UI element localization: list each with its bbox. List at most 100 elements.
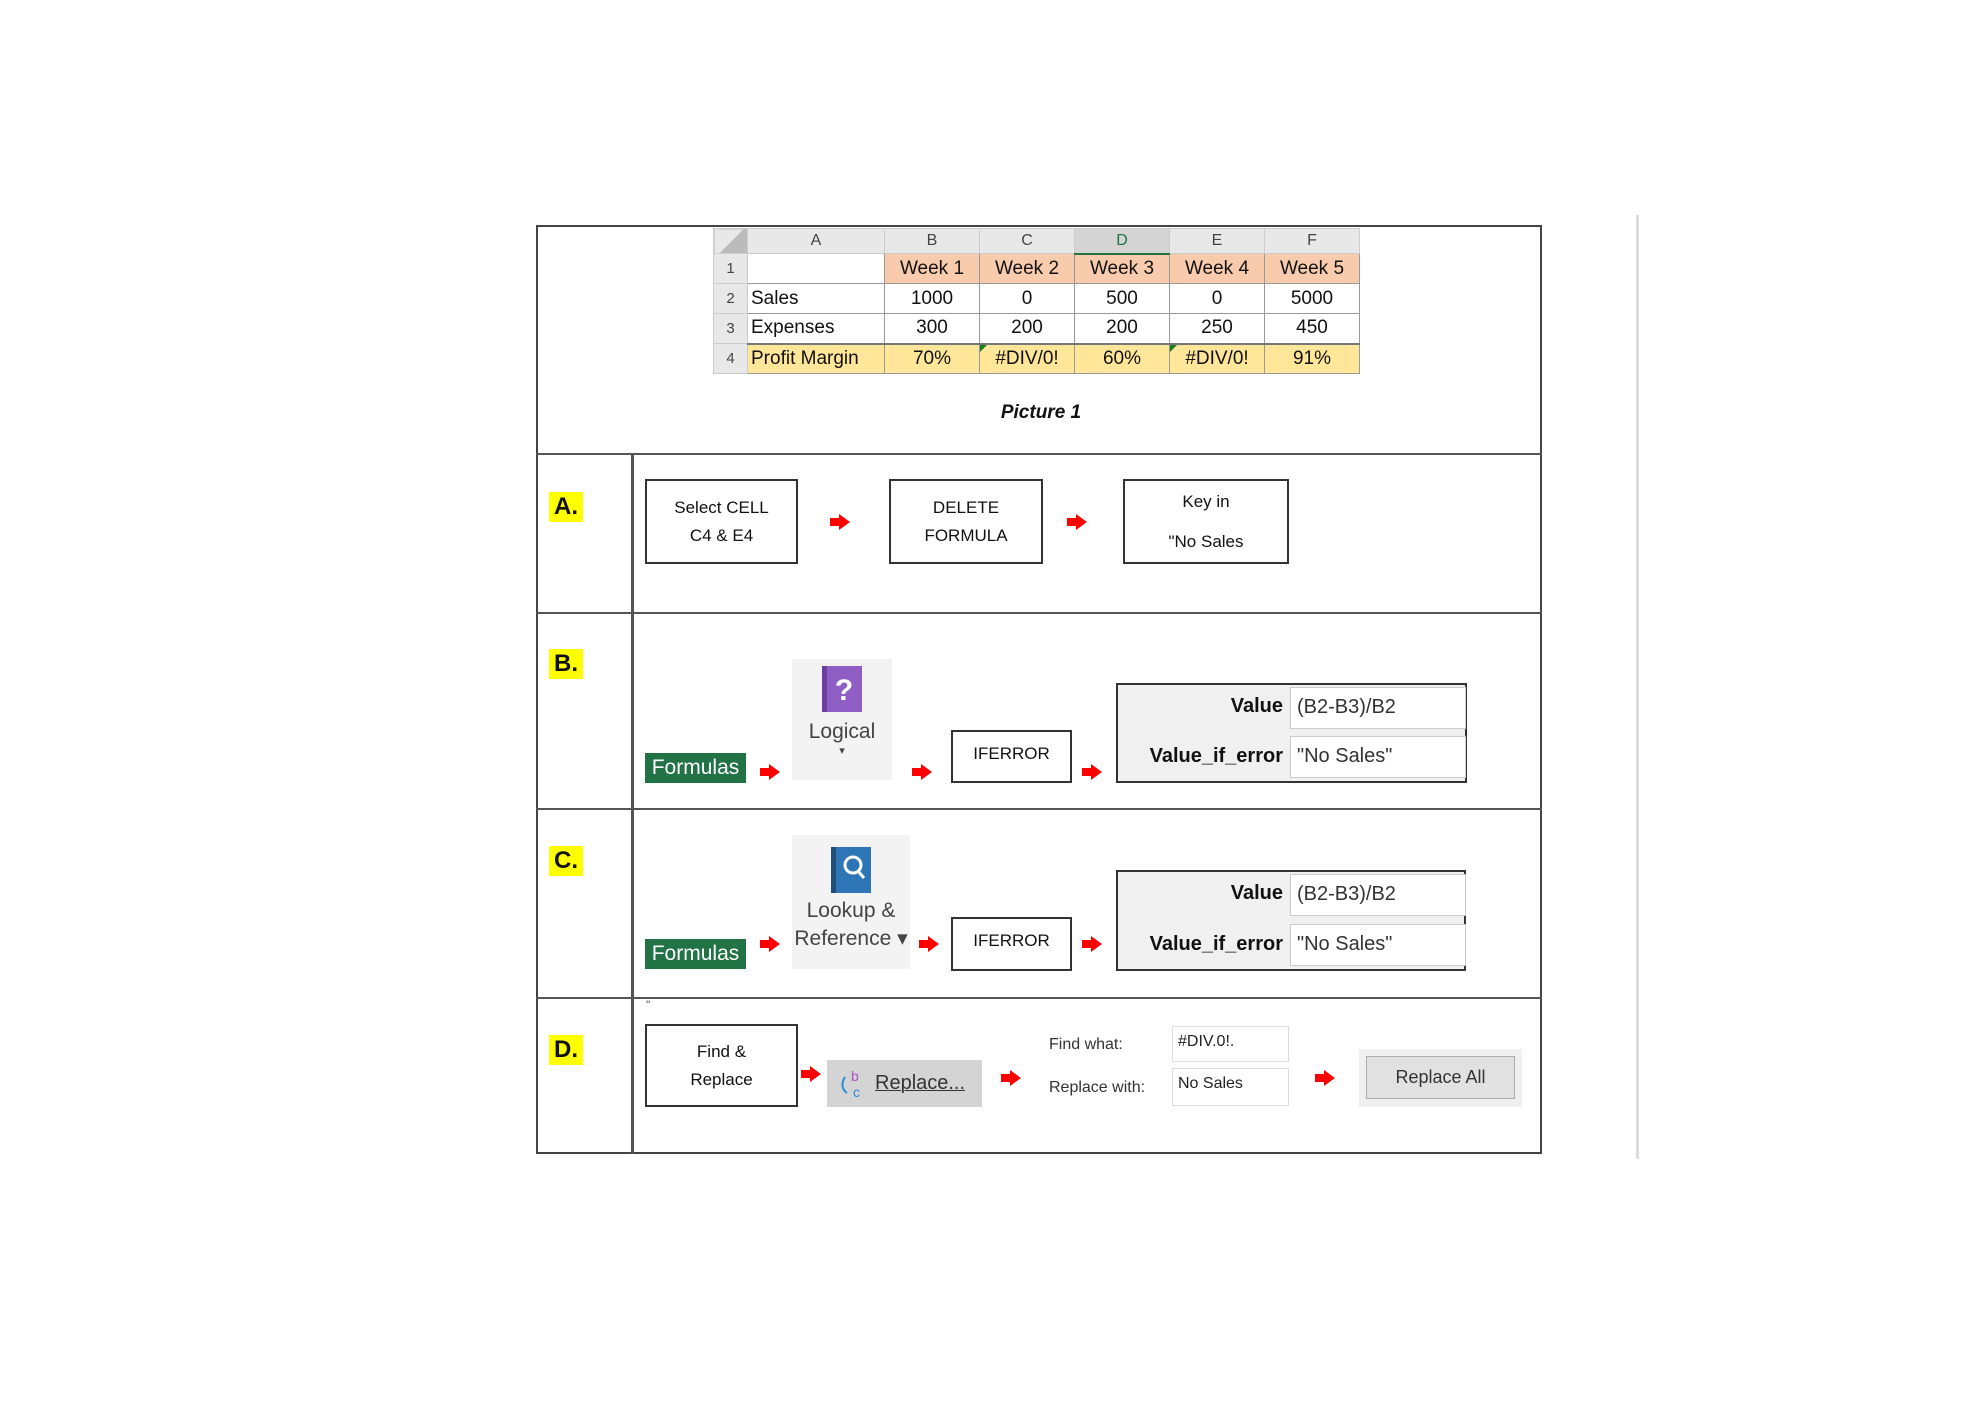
row-header[interactable]: 4 (713, 343, 748, 374)
formulas-tab[interactable]: Formulas (645, 939, 746, 969)
lookup-label: Lookup & (806, 899, 896, 922)
cell-b4[interactable]: 70% (884, 342, 980, 374)
reference-label: Reference ▾ (794, 927, 908, 950)
step-text: Key in (1182, 491, 1230, 511)
value-input[interactable]: (B2-B3)/B2 (1290, 687, 1466, 729)
replace-with-input[interactable]: No Sales (1172, 1068, 1289, 1106)
cell-a3[interactable]: Expenses (747, 313, 885, 344)
cell-c3[interactable]: 200 (979, 313, 1075, 344)
replace-all-button[interactable]: Replace All (1366, 1056, 1515, 1099)
value-label: Value (1230, 882, 1283, 904)
cell-a1[interactable] (747, 253, 885, 284)
row-header[interactable]: 3 (713, 313, 748, 344)
cell-e4-error[interactable]: #DIV/0! (1169, 342, 1265, 374)
step-text: C4 & E4 (689, 525, 754, 545)
column-header-c[interactable]: C (979, 228, 1075, 254)
logical-book-icon: ? (822, 666, 862, 712)
column-header-b[interactable]: B (884, 228, 980, 254)
value-if-error-label: Value_if_error (1149, 933, 1283, 955)
svg-text:b: b (851, 1068, 859, 1084)
column-divider (631, 454, 634, 1154)
step-delete-formula: DELETE FORMULA (889, 479, 1043, 564)
option-d-label: D. (549, 1035, 583, 1065)
row-header[interactable]: 1 (713, 253, 748, 284)
find-replace-step: Find & Replace (645, 1024, 798, 1107)
logical-label: Logical (808, 720, 876, 743)
step-text: Select CELL (674, 497, 769, 517)
option-b-label: B. (549, 649, 583, 679)
page-edge (1636, 215, 1639, 1159)
replace-icon: bc (841, 1068, 860, 1100)
select-all-corner[interactable] (713, 228, 748, 254)
value-if-error-input[interactable]: "No Sales" (1290, 924, 1466, 966)
replace-button-label: Replace... (875, 1072, 966, 1094)
svg-text:?: ? (835, 674, 853, 707)
dropdown-arrow-icon: ▾ (839, 745, 845, 757)
cell-a4[interactable]: Profit Margin (747, 342, 885, 374)
cell-e2[interactable]: 0 (1169, 283, 1265, 314)
formulas-tab[interactable]: Formulas (645, 753, 746, 783)
option-c-label: C. (549, 846, 583, 876)
arrow-right-icon (1001, 1070, 1021, 1086)
arrow-right-icon (1067, 514, 1087, 530)
cell-b2[interactable]: 1000 (884, 283, 980, 314)
replace-all-container: Replace All (1359, 1049, 1522, 1107)
cell-e1[interactable]: Week 4 (1169, 253, 1265, 284)
cell-d1[interactable]: Week 3 (1074, 253, 1170, 284)
logical-button[interactable]: ? Logical ▾ (792, 659, 892, 780)
iferror-function[interactable]: IFERROR (951, 730, 1072, 783)
find-what-input[interactable]: #DIV.0!. (1172, 1026, 1289, 1062)
arrow-right-icon (801, 1066, 821, 1082)
option-a-label: A. (549, 492, 583, 522)
step-text: FORMULA (924, 525, 1008, 545)
value-if-error-input[interactable]: "No Sales" (1290, 736, 1466, 778)
find-what-label: Find what: (1049, 1036, 1123, 1053)
arrow-right-icon (919, 936, 939, 952)
arrow-right-icon (1082, 764, 1102, 780)
divider (536, 808, 1542, 810)
cell-d4[interactable]: 60% (1074, 342, 1170, 374)
lookup-book-icon (831, 847, 871, 893)
divider (536, 997, 1542, 999)
cell-d2[interactable]: 500 (1074, 283, 1170, 314)
value-if-error-label: Value_if_error (1149, 745, 1283, 767)
step-key-in: Key in "No Sales (1123, 479, 1289, 564)
cell-f3[interactable]: 450 (1264, 313, 1360, 344)
cell-d3[interactable]: 200 (1074, 313, 1170, 344)
value-label: Value (1230, 695, 1283, 717)
cell-f2[interactable]: 5000 (1264, 283, 1360, 314)
column-header-d[interactable]: D (1074, 228, 1170, 255)
arrow-right-icon (912, 764, 932, 780)
step-text: Find & (696, 1041, 747, 1061)
arrow-right-icon (830, 514, 850, 530)
cell-f1[interactable]: Week 5 (1264, 253, 1360, 284)
column-header-f[interactable]: F (1264, 228, 1360, 254)
arrow-right-icon (760, 764, 780, 780)
column-header-e[interactable]: E (1169, 228, 1265, 254)
lookup-reference-button[interactable]: Lookup & Reference ▾ (792, 835, 910, 969)
cell-e3[interactable]: 250 (1169, 313, 1265, 344)
cell-b1[interactable]: Week 1 (884, 253, 980, 284)
column-header-a[interactable]: A (747, 228, 885, 254)
cell-c2[interactable]: 0 (979, 283, 1075, 314)
step-text: DELETE (932, 497, 1000, 517)
step-text: Replace (690, 1069, 753, 1089)
value-input[interactable]: (B2-B3)/B2 (1290, 874, 1466, 916)
function-arguments-dialog: Value (B2-B3)/B2 Value_if_error "No Sale… (1116, 683, 1467, 783)
row-header[interactable]: 2 (713, 283, 748, 314)
arrow-right-icon (760, 936, 780, 952)
stray-mark: " (646, 998, 651, 1012)
svg-text:c: c (853, 1084, 860, 1100)
cell-a2[interactable]: Sales (747, 283, 885, 314)
cell-c4-error[interactable]: #DIV/0! (979, 342, 1075, 374)
step-select-cell: Select CELL C4 & E4 (645, 479, 798, 564)
cell-f4[interactable]: 91% (1264, 342, 1360, 374)
spreadsheet: A B C D E F 1 Week 1 Week 2 Week 3 Week … (713, 228, 1360, 374)
divider (536, 453, 1542, 455)
cell-c1[interactable]: Week 2 (979, 253, 1075, 284)
iferror-function[interactable]: IFERROR (951, 917, 1072, 971)
step-text: "No Sales (1168, 531, 1244, 551)
arrow-right-icon (1315, 1070, 1335, 1086)
cell-b3[interactable]: 300 (884, 313, 980, 344)
